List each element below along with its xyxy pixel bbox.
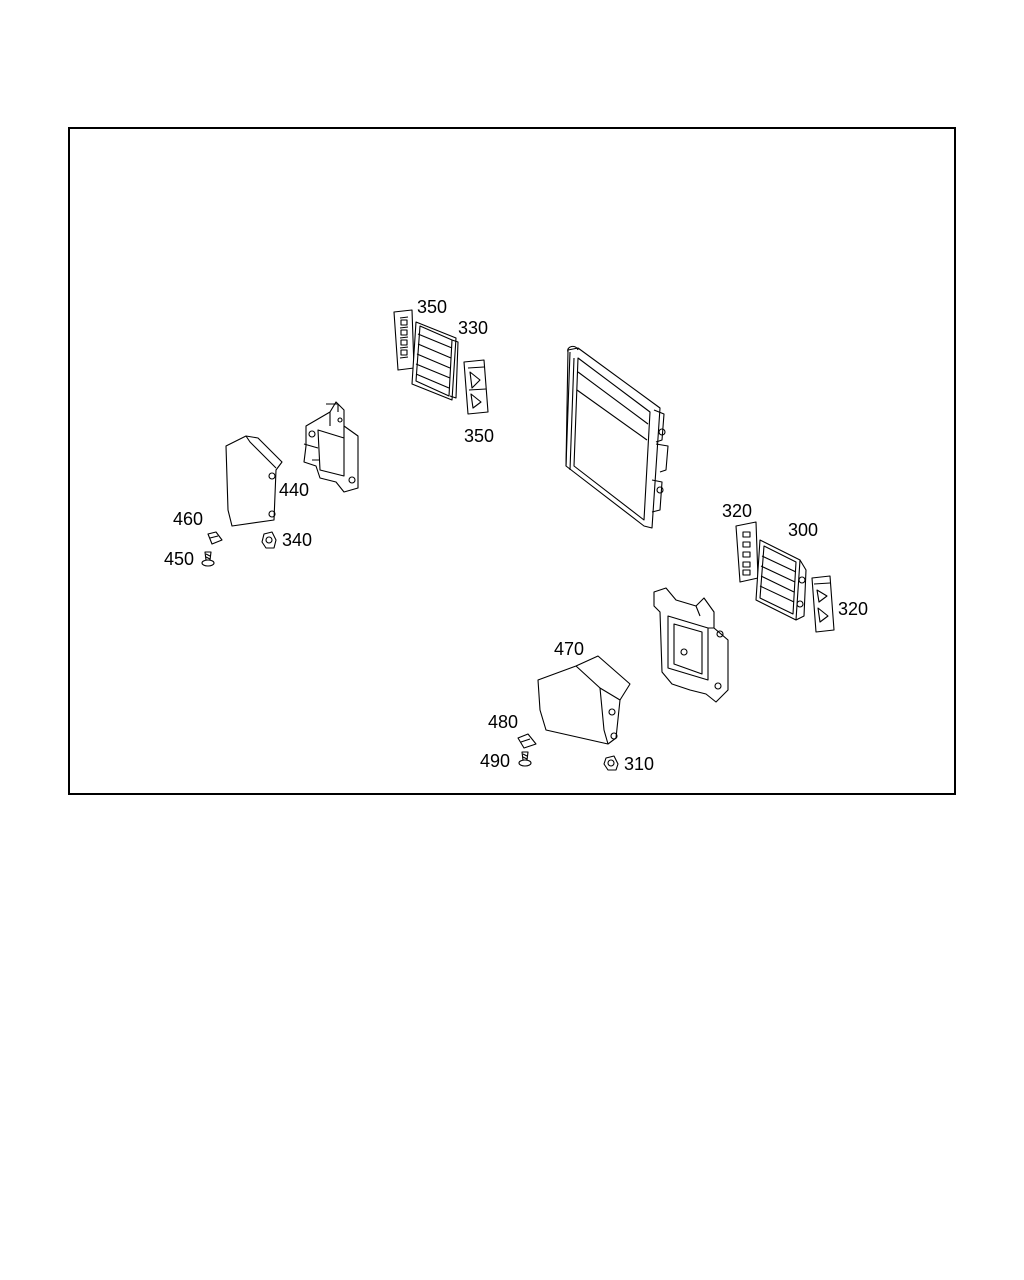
part-460-clip — [207, 531, 223, 545]
callout-460: 460 — [173, 509, 204, 529]
callout-320-top: 320 — [722, 501, 753, 521]
callout-300: 300 — [788, 520, 819, 540]
part-310-nut — [603, 755, 619, 771]
callout-480: 480 — [488, 712, 519, 732]
callout-450: 450 — [164, 549, 195, 569]
part-450-screw — [201, 551, 215, 567]
part-480-clip — [517, 733, 537, 749]
part-radiator — [565, 345, 669, 529]
part-350-bottom-strip — [463, 359, 489, 415]
callout-310: 310 — [624, 754, 655, 774]
part-left-bracket — [303, 401, 359, 493]
callout-350-top: 350 — [417, 297, 448, 317]
part-340-nut — [261, 531, 277, 549]
part-300-cooler — [755, 539, 807, 621]
part-320-right-strip — [811, 575, 835, 633]
part-490-screw — [518, 751, 532, 767]
callout-330: 330 — [458, 318, 489, 338]
callout-320-right: 320 — [838, 599, 869, 619]
part-320-top-strip — [735, 521, 759, 583]
callout-350-bottom: 350 — [464, 426, 495, 446]
part-right-bracket — [653, 587, 729, 703]
part-470-air-duct — [537, 655, 631, 745]
part-350-top-strip — [393, 309, 415, 371]
callout-440: 440 — [279, 480, 310, 500]
part-440-air-duct — [225, 435, 283, 527]
callout-490: 490 — [480, 751, 511, 771]
callout-340: 340 — [282, 530, 313, 550]
part-330-cooler — [411, 321, 459, 401]
diagram-frame — [68, 127, 956, 795]
callout-470: 470 — [554, 639, 585, 659]
